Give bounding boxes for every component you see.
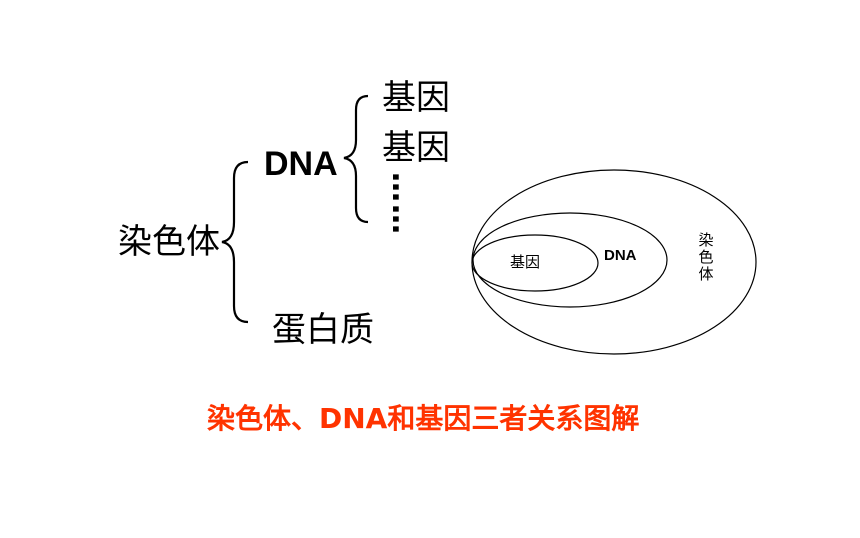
ellipsis-dots: …… (385, 172, 420, 236)
venn-dna-label: DNA (604, 247, 637, 264)
diagram-caption: 染色体、DNA和基因三者关系图解 (207, 402, 640, 435)
dna-label: DNA (264, 145, 338, 183)
gene-label-2: 基因 (382, 128, 450, 168)
root-brace (221, 160, 249, 324)
venn-chromosome-label: 染色体 (698, 231, 714, 283)
middle-ellipse-dna (472, 212, 668, 308)
venn-gene-label: 基因 (510, 253, 541, 271)
chromosome-label: 染色体 (118, 222, 220, 262)
inner-ellipse-gene (471, 234, 599, 292)
gene-label-1: 基因 (382, 78, 450, 118)
dna-brace (343, 94, 369, 224)
protein-label: 蛋白质 (272, 310, 374, 350)
